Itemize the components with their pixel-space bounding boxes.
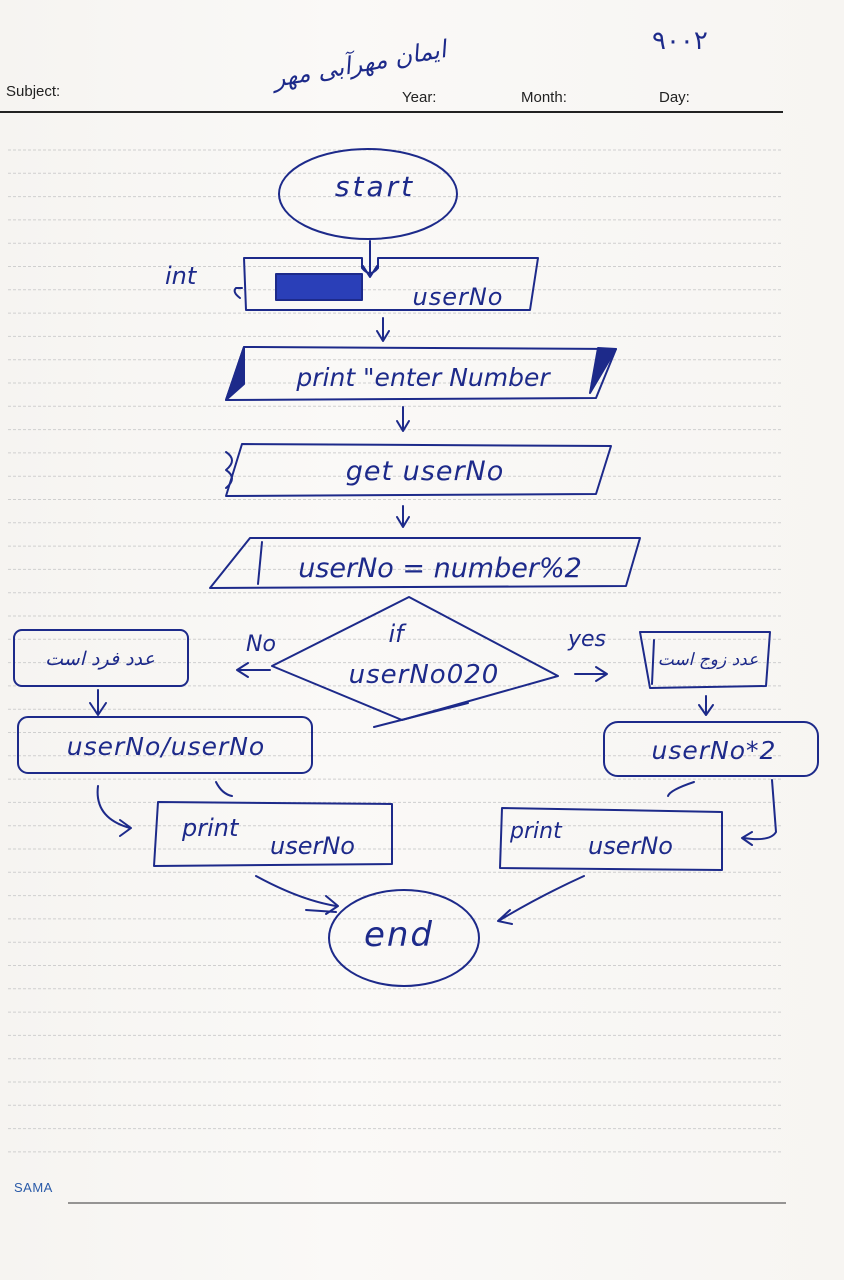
odd-text: عدد فرد است <box>45 648 155 670</box>
arrow-right-end <box>497 875 585 925</box>
decision-diamond <box>271 596 559 721</box>
arrow-left-calc-print-2 <box>215 781 233 797</box>
month-label: Month: <box>521 89 567 106</box>
right-print-word: print <box>509 819 563 844</box>
yes-label: yes <box>567 627 606 652</box>
declare-text: userNo <box>413 283 504 311</box>
arrow-even-calc <box>698 695 714 716</box>
int-label: int <box>165 262 198 290</box>
left-print-word: print <box>181 814 240 842</box>
print-right-fill <box>589 347 617 394</box>
even-box <box>639 631 771 689</box>
left-print-var: userNo <box>270 832 355 860</box>
decision-if: if <box>388 620 407 648</box>
arrow-odd-calc <box>89 689 107 716</box>
arrow-left-end <box>255 875 339 915</box>
no-label: No <box>246 632 276 657</box>
scribble-redaction <box>275 273 363 301</box>
no-arrow <box>236 662 271 678</box>
even-text: عدد زوج است <box>658 650 759 670</box>
arrow-right-calc-print <box>667 781 695 797</box>
arrow-input-assign <box>396 505 410 528</box>
print-text: print "enter Number <box>295 363 551 392</box>
footer-brand-logo: SAMA <box>14 1180 53 1195</box>
yes-arrow <box>574 666 608 682</box>
arrow-left-end-2 <box>305 909 337 913</box>
assign-left-tick <box>257 541 263 585</box>
assign-box <box>209 537 641 589</box>
start-text: start <box>335 170 415 203</box>
arrow-right-side <box>741 779 777 846</box>
declare-tab <box>233 287 243 299</box>
odd-box <box>13 629 189 687</box>
right-calc-box <box>603 721 819 777</box>
start-terminator <box>278 148 458 240</box>
input-text: get userNo <box>346 456 505 487</box>
arrow-start-declare <box>362 240 378 278</box>
subject-label: Subject: <box>6 83 61 100</box>
day-label: Day: <box>659 89 690 106</box>
print-left-fill <box>225 346 245 401</box>
arrow-declare-print <box>376 317 390 342</box>
handwritten-number: ۹۰۰۲ <box>652 26 708 56</box>
declare-box <box>243 257 539 311</box>
arrow-left-calc-print <box>96 785 132 837</box>
decision-scribble <box>373 702 469 728</box>
left-calc-box <box>17 716 313 774</box>
end-text: end <box>364 915 434 955</box>
year-label: Year: <box>402 89 437 106</box>
right-calc-text: userNo*2 <box>652 736 777 765</box>
assign-text: userNo = number%2 <box>298 553 582 584</box>
right-print-box <box>499 807 723 871</box>
decision-condition: userNo020 <box>349 660 500 690</box>
arrow-print-input <box>396 406 410 432</box>
even-bracket-l <box>651 639 655 685</box>
input-left-marks <box>225 451 233 489</box>
left-calc-text: userNo/userNo <box>67 732 265 761</box>
left-print-box <box>153 801 393 867</box>
right-print-var: userNo <box>588 832 673 860</box>
end-terminator <box>328 889 480 987</box>
